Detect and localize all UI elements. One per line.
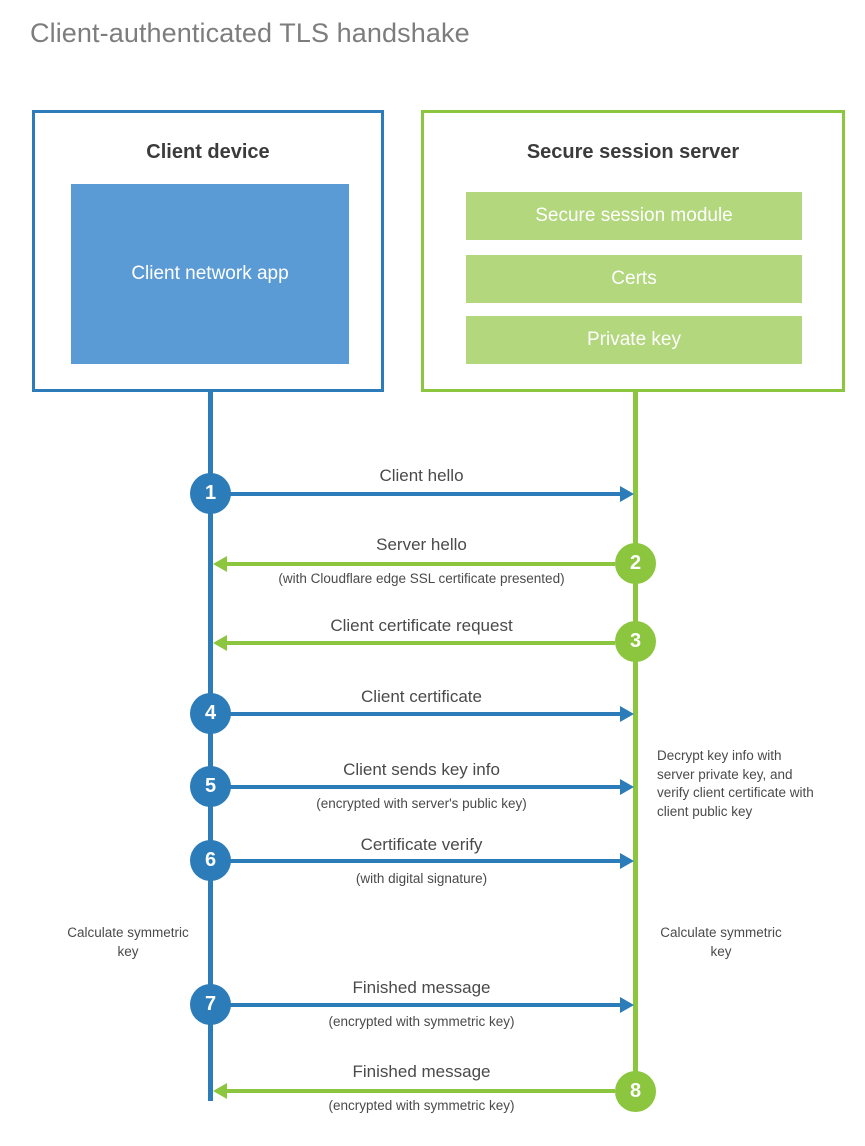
step-2-label: Server hello <box>376 535 467 554</box>
step-8-circle: 8 <box>615 1071 656 1112</box>
step-6-sublabel: (with digital signature) <box>355 871 488 886</box>
step-2-circle: 2 <box>615 543 656 584</box>
secure-session-server-panel: Secure session server Secure session mod… <box>421 110 845 392</box>
client-device-panel: Client device Client network app <box>32 110 384 392</box>
step-1-circle: 1 <box>190 473 231 514</box>
step-6-circle: 6 <box>190 840 231 881</box>
step-3-circle: 3 <box>615 621 656 662</box>
step-7-arrow <box>228 997 634 1013</box>
step-7-circle: 7 <box>190 984 231 1025</box>
step-5-sublabel: (encrypted with server's public key) <box>316 796 527 811</box>
step-5-arrow <box>228 779 634 795</box>
step-2-sublabel: (with Cloudflare edge SSL certificate pr… <box>278 571 565 586</box>
step-3-arrow <box>213 635 615 651</box>
step-6-label: Certificate verify <box>360 835 483 854</box>
step-2-arrow <box>213 556 615 572</box>
step-4-label: Client certificate <box>361 687 482 706</box>
server-component-private-key: Private key <box>466 316 802 364</box>
step-8-label: Finished message <box>352 1062 491 1081</box>
arrow-head-right-icon <box>620 997 634 1013</box>
server-component-certs: Certs <box>466 255 802 303</box>
arrow-head-left-icon <box>213 1083 227 1099</box>
step-4-circle: 4 <box>190 693 231 734</box>
secure-session-server-title: Secure session server <box>526 141 740 163</box>
arrow-head-right-icon <box>620 853 634 869</box>
server-component-secure-session-module: Secure session module <box>466 192 802 240</box>
arrow-head-left-icon <box>213 635 227 651</box>
page-title: Client-authenticated TLS handshake <box>30 18 470 48</box>
arrow-head-right-icon <box>620 706 634 722</box>
server-lifeline <box>633 392 638 1093</box>
step-1-arrow <box>228 486 634 502</box>
step-8-arrow <box>213 1083 615 1099</box>
arrow-head-left-icon <box>213 556 227 572</box>
step-6-arrow <box>228 853 634 869</box>
arrow-head-right-icon <box>620 486 634 502</box>
client-device-title: Client device <box>146 141 270 163</box>
step-7-label: Finished message <box>352 978 491 997</box>
arrow-head-right-icon <box>620 779 634 795</box>
step-5-circle: 5 <box>190 766 231 807</box>
server-calculate-symmetric-key-note: Calculate symmetric key <box>660 925 782 959</box>
step-1-label: Client hello <box>379 466 464 485</box>
step-3-label: Client certificate request <box>330 616 513 635</box>
step-8-sublabel: (encrypted with symmetric key) <box>328 1098 515 1113</box>
client-network-app-box: Client network app <box>71 184 349 364</box>
server-decrypt-note: Decrypt key info with server private key… <box>657 748 814 819</box>
step-5-label: Client sends key info <box>343 760 500 779</box>
client-calculate-symmetric-key-note: Calculate symmetric key <box>67 925 189 959</box>
client-lifeline <box>208 392 213 1101</box>
step-7-sublabel: (encrypted with symmetric key) <box>328 1014 515 1029</box>
step-4-arrow <box>228 706 634 722</box>
